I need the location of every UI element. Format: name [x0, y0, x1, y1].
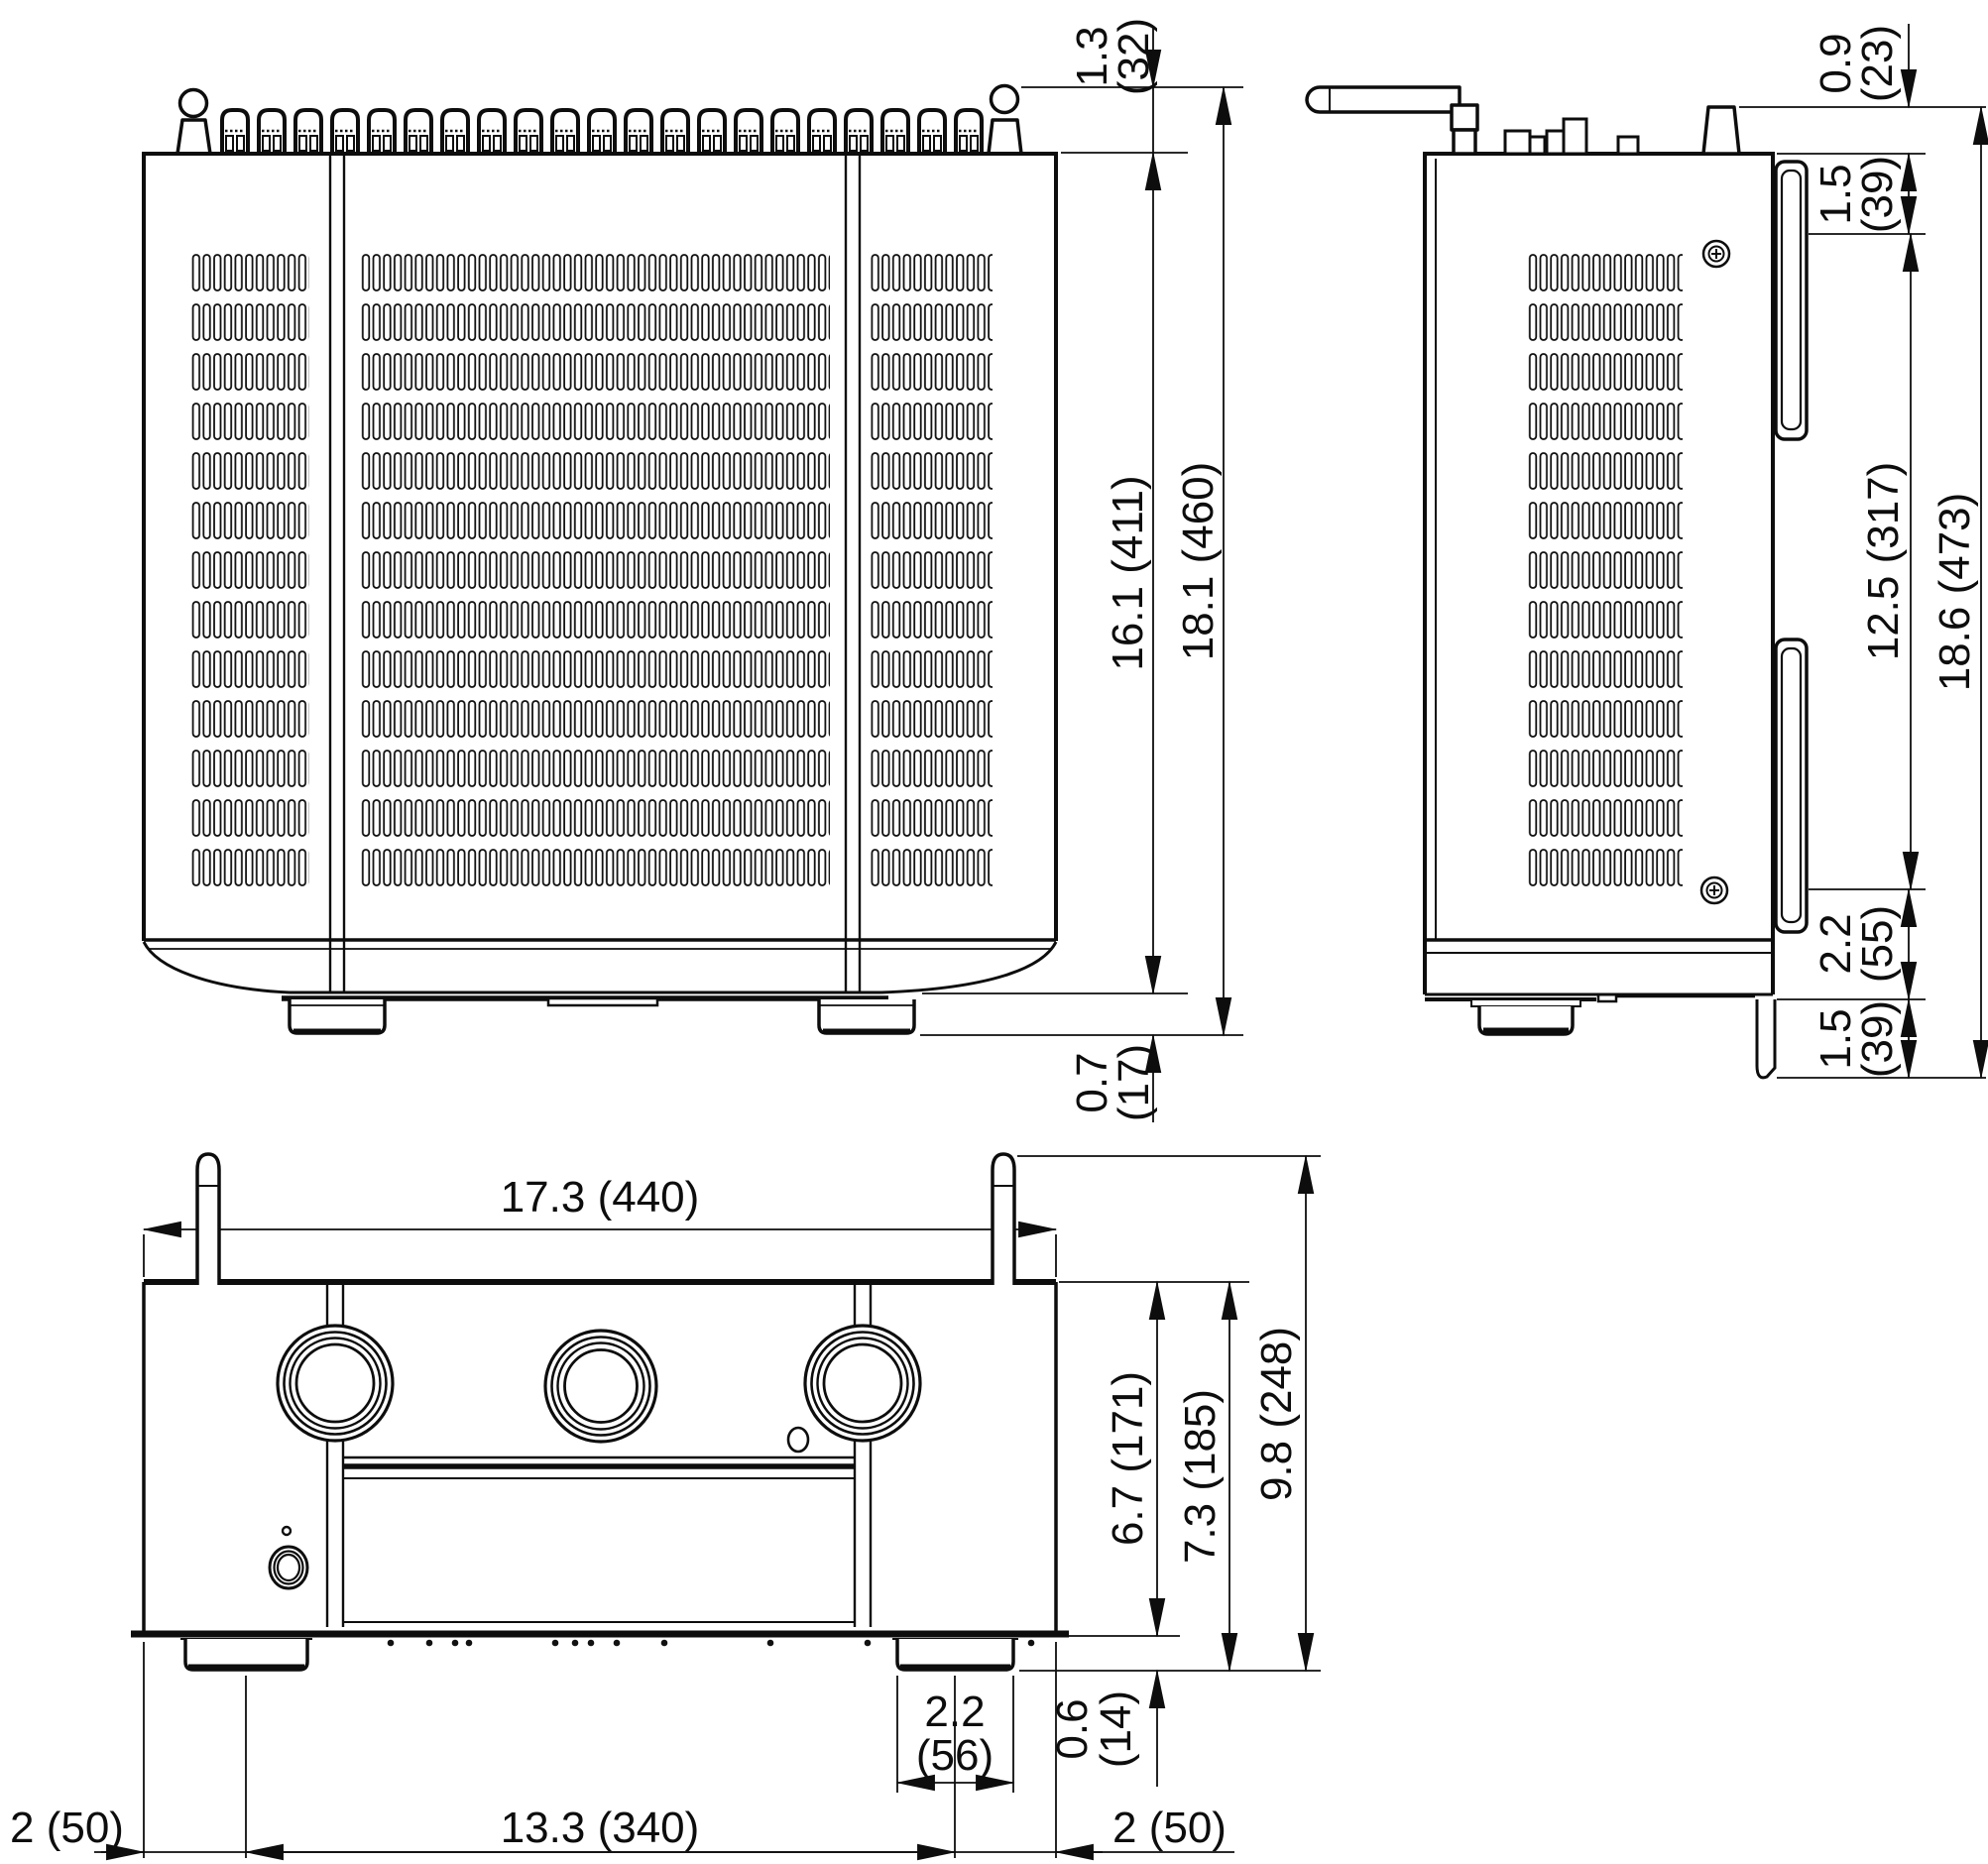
front-center-tab — [546, 996, 659, 1007]
front-view: 17.3 (440) — [10, 1152, 1321, 1861]
top-body-outline — [142, 152, 1058, 941]
knob-left — [276, 1324, 395, 1443]
dim-top-antenna-in: 1.3 — [1068, 26, 1116, 86]
antenna-left-front — [195, 1152, 221, 1285]
dim-left-margin: 2 (50) — [10, 1804, 124, 1852]
side-body-outline — [1423, 152, 1775, 994]
vent-grid-right — [870, 248, 993, 892]
dim-top-body: 16.1 (411) — [1104, 475, 1152, 670]
top-panel-dividers — [328, 154, 862, 992]
dim-side-top-in: 0.9 — [1812, 33, 1860, 93]
dim-side-flange-in: 1.5 — [1812, 1008, 1860, 1069]
mount-rail-top — [1774, 160, 1809, 441]
knob-center — [543, 1329, 658, 1444]
dim-side-lower-in: 2.2 — [1812, 913, 1860, 974]
side-top-fittings — [1503, 105, 1741, 156]
power-button — [268, 1525, 309, 1590]
front-door-lines — [343, 1456, 855, 1623]
dim-side-total: 18.6 (473) — [1930, 493, 1979, 692]
speaker-terminal-row — [220, 108, 984, 156]
dim-feet-span: 13.3 (340) — [501, 1804, 700, 1852]
vent-grid-center — [361, 248, 830, 892]
dim-top-foot-in: 0.7 — [1068, 1052, 1116, 1112]
top-foot-right — [817, 999, 916, 1035]
vent-grid-side — [1527, 248, 1683, 892]
side-view-dimensions: 0.9 (23) 1.5 (39) 12.5 (317) 18.6 (473) … — [1739, 24, 1988, 1080]
dim-side-upper-in: 1.5 — [1812, 164, 1860, 224]
top-view: 1.3 (32) 16.1 (411) 18.1 (460) 0.7 (17) — [142, 18, 1243, 1122]
front-foot-left — [180, 1638, 312, 1672]
dim-side-top-mm: (23) — [1853, 25, 1902, 102]
dim-side-upper-mm: (39) — [1853, 156, 1902, 233]
rear-antenna-base-side — [1701, 105, 1741, 156]
antenna-right-top — [987, 83, 1023, 156]
side-view: 0.9 (23) 1.5 (39) 12.5 (317) 18.6 (473) … — [1305, 24, 1988, 1080]
vent-grid-left — [190, 248, 309, 892]
front-width-dimension: 17.3 (440) — [142, 1173, 1058, 1277]
dim-top-foot-mm: (17) — [1110, 1044, 1158, 1121]
side-knob-protrusion — [1470, 998, 1581, 1036]
screw-top — [1701, 239, 1731, 269]
mount-rail-bottom — [1774, 638, 1809, 934]
dim-front-total: 9.8 (248) — [1252, 1327, 1301, 1501]
dim-right-margin: 2 (50) — [1112, 1804, 1227, 1852]
antenna-left-top — [175, 87, 212, 156]
small-round-button — [786, 1426, 810, 1454]
dim-side-span: 12.5 (317) — [1859, 462, 1908, 661]
bottom-step — [1596, 994, 1755, 1003]
front-corner-curve-left — [142, 941, 291, 994]
top-foot-left — [288, 999, 387, 1035]
front-height-dimensions: 6.7 (171) 7.3 (185) 9.8 (248) 0.6 (14) — [1017, 1154, 1321, 1787]
front-corner-curve-right — [879, 941, 1058, 994]
dim-side-flange-mm: (39) — [1853, 1000, 1902, 1078]
top-view-dimensions: 1.3 (32) 16.1 (411) 18.1 (460) 0.7 (17) — [920, 18, 1243, 1122]
knob-right — [803, 1324, 922, 1443]
dim-front-foot-h-mm: (14) — [1092, 1690, 1140, 1768]
front-foot-right — [892, 1638, 1018, 1672]
dim-top-antenna-mm: (32) — [1110, 18, 1158, 95]
dim-side-lower-mm: (55) — [1853, 905, 1902, 983]
power-led — [281, 1525, 292, 1537]
front-bottom-dimensions: 2.2 (56) 2 (50) 13.3 (340) 2 (50) — [10, 1642, 1234, 1861]
dim-front-body: 6.7 (171) — [1104, 1371, 1152, 1546]
antenna-right-front — [991, 1152, 1016, 1285]
screw-bottom — [1699, 875, 1729, 905]
dim-front-width: 17.3 (440) — [501, 1173, 700, 1222]
rear-flange-blade — [1755, 999, 1777, 1080]
antenna-side-folded — [1305, 85, 1479, 156]
dim-top-total: 18.1 (460) — [1174, 462, 1223, 661]
dim-front-with-feet: 7.3 (185) — [1176, 1389, 1225, 1564]
bottom-button-row — [387, 1639, 1035, 1647]
